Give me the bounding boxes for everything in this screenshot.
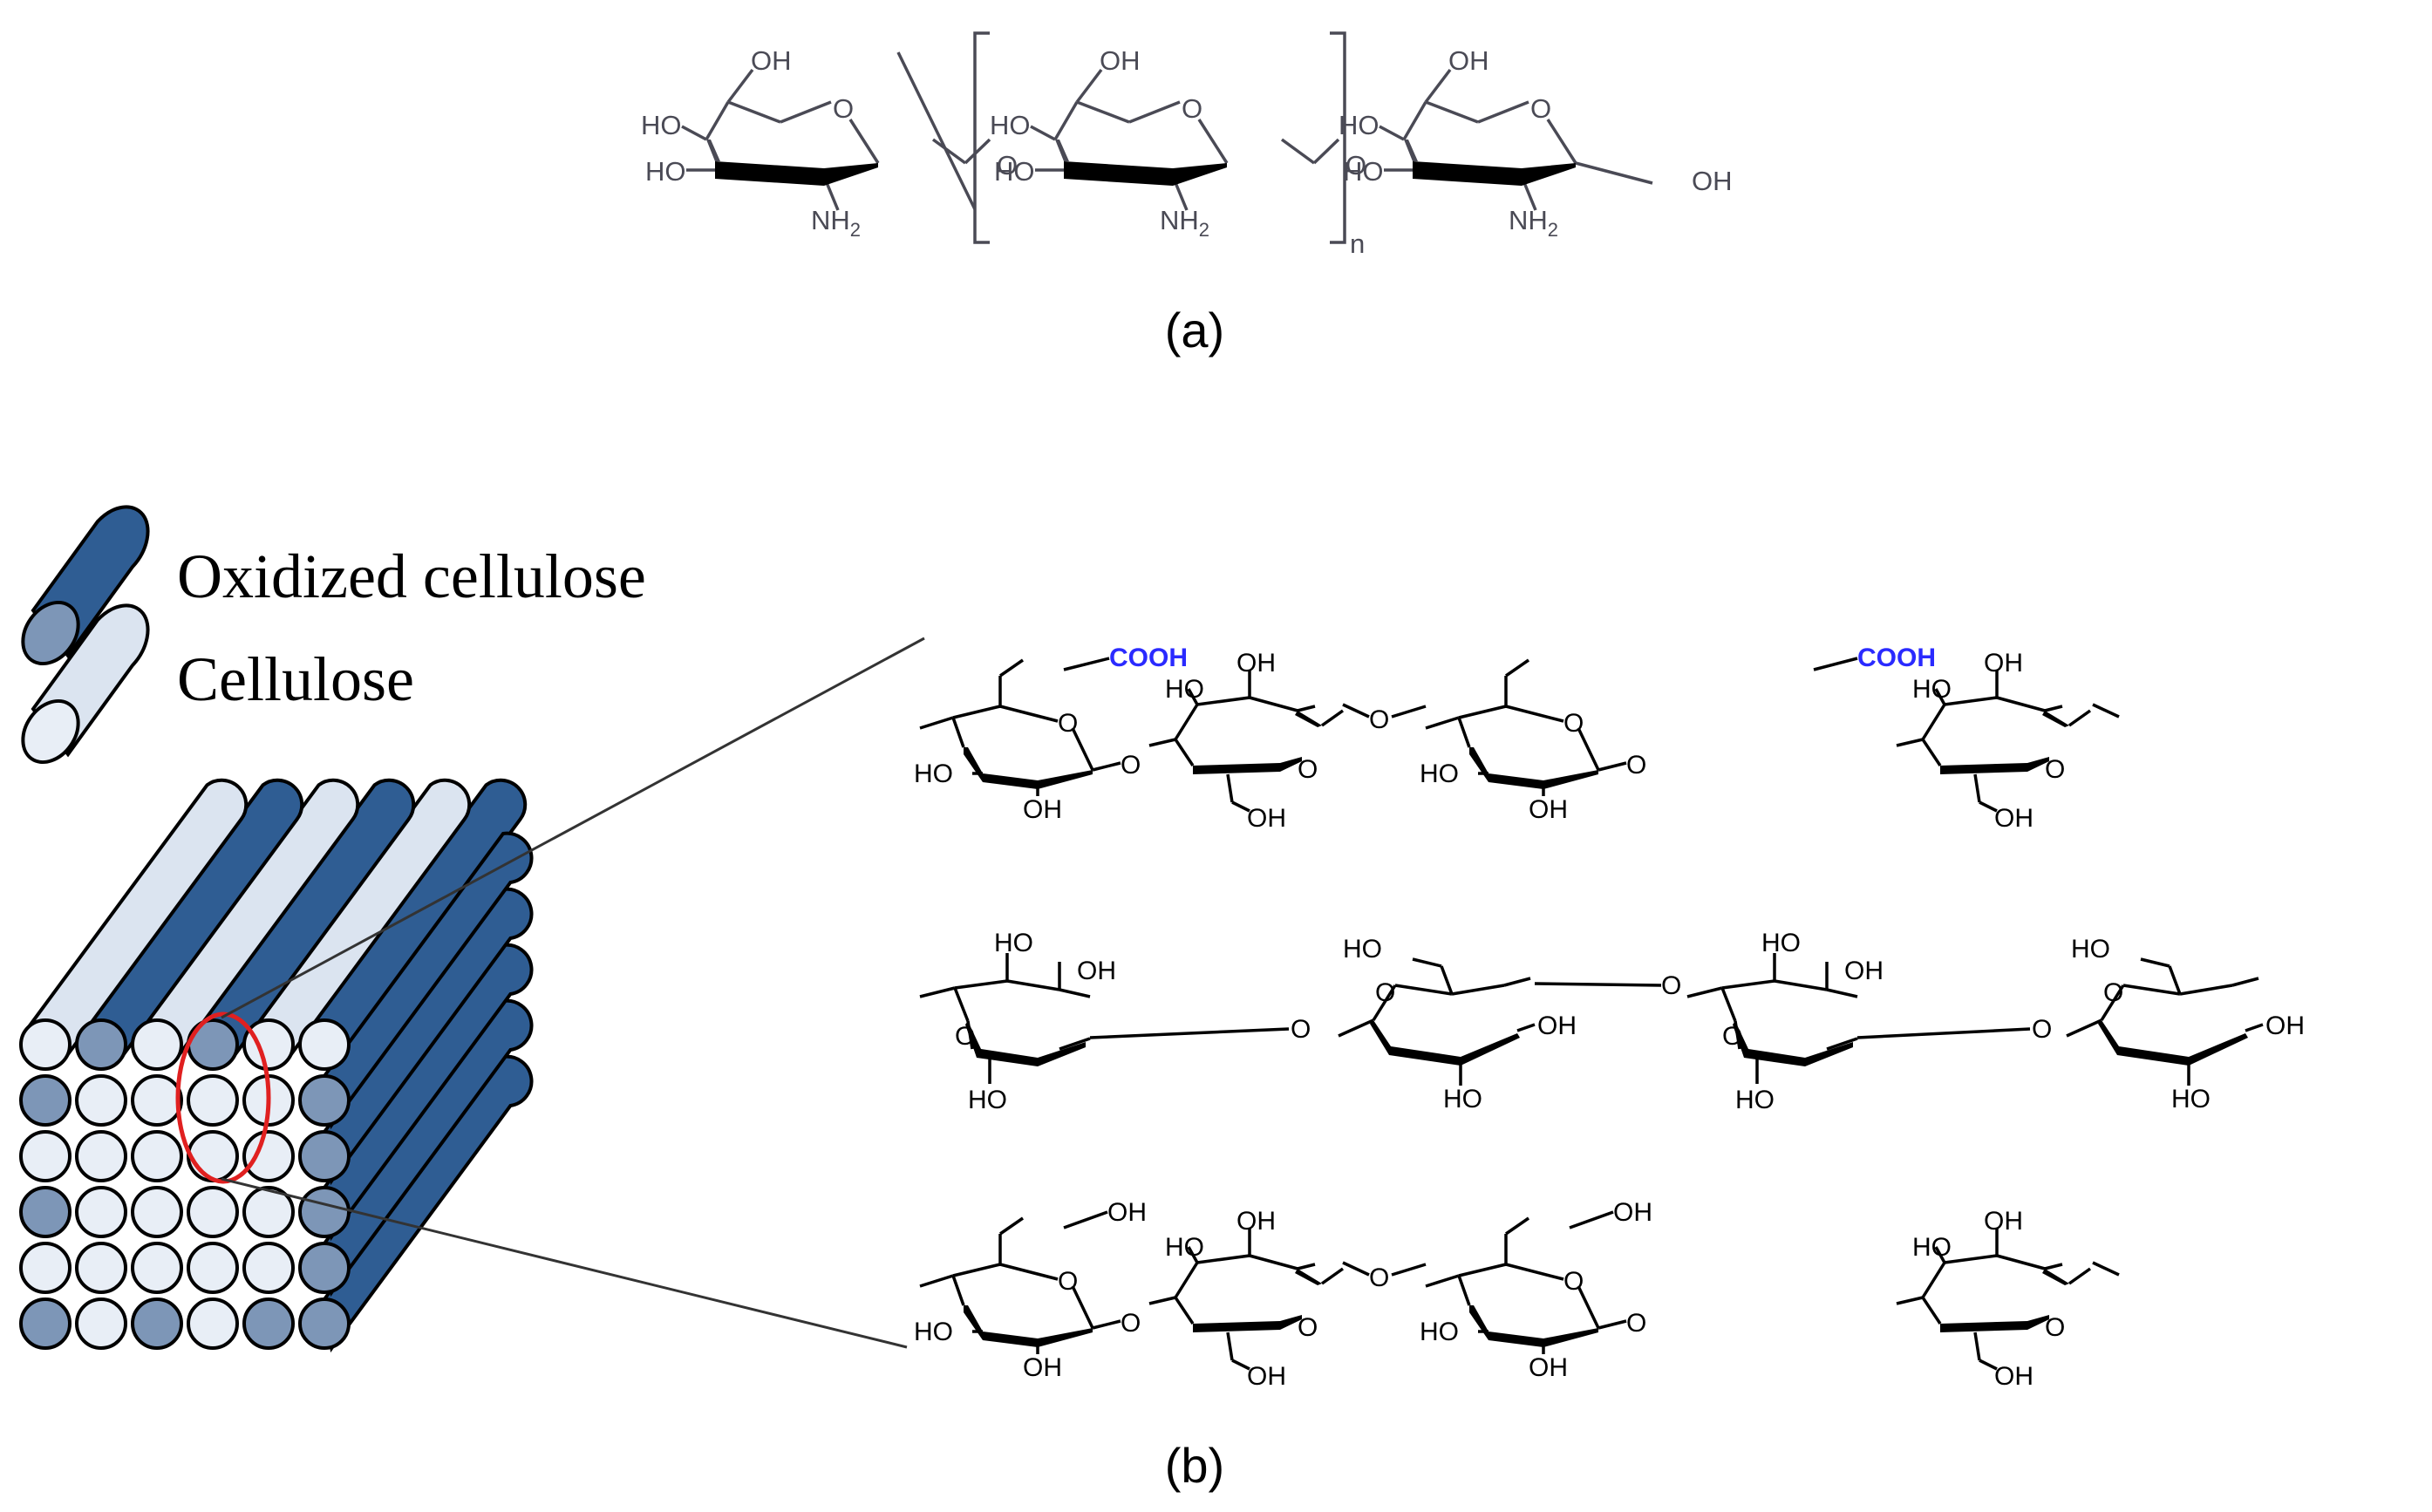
cellulose-swatch bbox=[21, 603, 150, 765]
chain-row-cellulose: OH O OH bbox=[912, 1198, 2120, 1393]
repeat-bracket bbox=[973, 31, 1346, 244]
fibril-body-top bbox=[193, 778, 416, 1065]
repeat-subscript: n bbox=[1350, 228, 1365, 259]
cellulose-fibril-end bbox=[75, 1242, 127, 1294]
oxidized-fibril-end bbox=[298, 1130, 351, 1182]
fibril-body-top bbox=[81, 778, 304, 1065]
oxidized-fibril-end bbox=[298, 1186, 351, 1238]
oxidized-cellulose-swatch bbox=[21, 505, 150, 666]
link-o-label: O bbox=[1291, 1015, 1311, 1044]
cellulose-fibril-end bbox=[131, 1130, 183, 1182]
caption-b: (b) bbox=[1165, 1438, 1224, 1493]
cellulose-fibril-end bbox=[187, 1130, 239, 1182]
cellulose-fibril-end bbox=[75, 1297, 127, 1350]
cellulose-fibril-end bbox=[131, 1242, 183, 1294]
cellulose-fibril-end bbox=[187, 1074, 239, 1127]
cellulose-fibril-end bbox=[298, 1018, 351, 1071]
cellulose-fibril-end bbox=[75, 1074, 127, 1127]
oxidized-fibril-end bbox=[298, 1074, 351, 1127]
fibril-body-top bbox=[304, 778, 528, 1065]
oh-label: OH bbox=[1107, 1198, 1147, 1227]
cellulose-fibril-end bbox=[19, 1242, 72, 1294]
chain-row-oxidized: COOH O COOH bbox=[912, 644, 2120, 834]
fibril-body-top bbox=[25, 778, 249, 1065]
oxidized-fibril-end bbox=[242, 1297, 295, 1350]
oh-label: OH bbox=[1613, 1198, 1652, 1227]
carboxyl-label: COOH bbox=[1857, 644, 1936, 672]
fibril-bundle bbox=[19, 778, 534, 1353]
glycosidic-o-label: O bbox=[1345, 150, 1366, 180]
legend: Oxidized cellulose Cellulose bbox=[21, 505, 646, 765]
oxidized-fibril-end bbox=[19, 1186, 72, 1238]
fibril-body-top bbox=[249, 778, 472, 1065]
oxidized-fibril-end bbox=[298, 1297, 351, 1350]
fibril-body-side bbox=[322, 998, 534, 1297]
cellulose-fibril-end bbox=[75, 1186, 127, 1238]
oxidized-fibril-end bbox=[131, 1297, 183, 1350]
cellulose-fibril-end bbox=[242, 1018, 295, 1071]
cellulose-fibril-end bbox=[242, 1130, 295, 1182]
cellulose-fibril-end bbox=[131, 1186, 183, 1238]
highlight-ellipse bbox=[175, 1011, 271, 1184]
cellulose-fibril-end bbox=[187, 1297, 239, 1350]
link-o-label: O bbox=[1661, 971, 1681, 1000]
link-o-label: O bbox=[1369, 1263, 1389, 1292]
fibril-body-side bbox=[322, 831, 534, 1130]
caption-a: (a) bbox=[1165, 303, 1224, 358]
zoom-lines bbox=[221, 637, 925, 1349]
oxidized-fibril-end bbox=[187, 1018, 239, 1071]
cellulose-fibril-end bbox=[187, 1242, 239, 1294]
cellulose-chains: COOH O COOH O O O bbox=[912, 644, 2306, 1393]
cellulose-fibril-end bbox=[19, 1130, 72, 1182]
oxidized-cellulose-label: Oxidized cellulose bbox=[177, 541, 646, 611]
terminal-oh-label: OH bbox=[1692, 166, 1733, 196]
link-o-label: O bbox=[2032, 1015, 2052, 1044]
oxidized-fibril-end bbox=[298, 1242, 351, 1294]
oxidized-fibril-end bbox=[19, 1074, 72, 1127]
cellulose-fibril-end bbox=[75, 1130, 127, 1182]
cellulose-fibril-end bbox=[187, 1186, 239, 1238]
oxidized-fibril-end bbox=[75, 1018, 127, 1071]
fibril-body-side bbox=[322, 1054, 534, 1353]
cellulose-fibril-end bbox=[242, 1186, 295, 1238]
link-o-label: O bbox=[1369, 705, 1389, 734]
glycosidic-o-label: O bbox=[997, 150, 1018, 180]
chain-row-cellulose: O O O bbox=[918, 927, 2306, 1116]
cellulose-label: Cellulose bbox=[177, 644, 414, 714]
fibril-body-side bbox=[322, 943, 534, 1242]
chitosan-structure: n O O OH (a) bbox=[639, 31, 1733, 358]
cellulose-fibril-end bbox=[242, 1242, 295, 1294]
cellulose-fibril-end bbox=[19, 1018, 72, 1071]
oxidized-fibril-end bbox=[19, 1297, 72, 1350]
fibril-body-top bbox=[137, 778, 360, 1065]
cellulose-fibril-end bbox=[131, 1074, 183, 1127]
cellulose-fibril-end bbox=[131, 1018, 183, 1071]
carboxyl-label: COOH bbox=[1109, 644, 1188, 672]
fibril-body-side bbox=[322, 887, 534, 1186]
